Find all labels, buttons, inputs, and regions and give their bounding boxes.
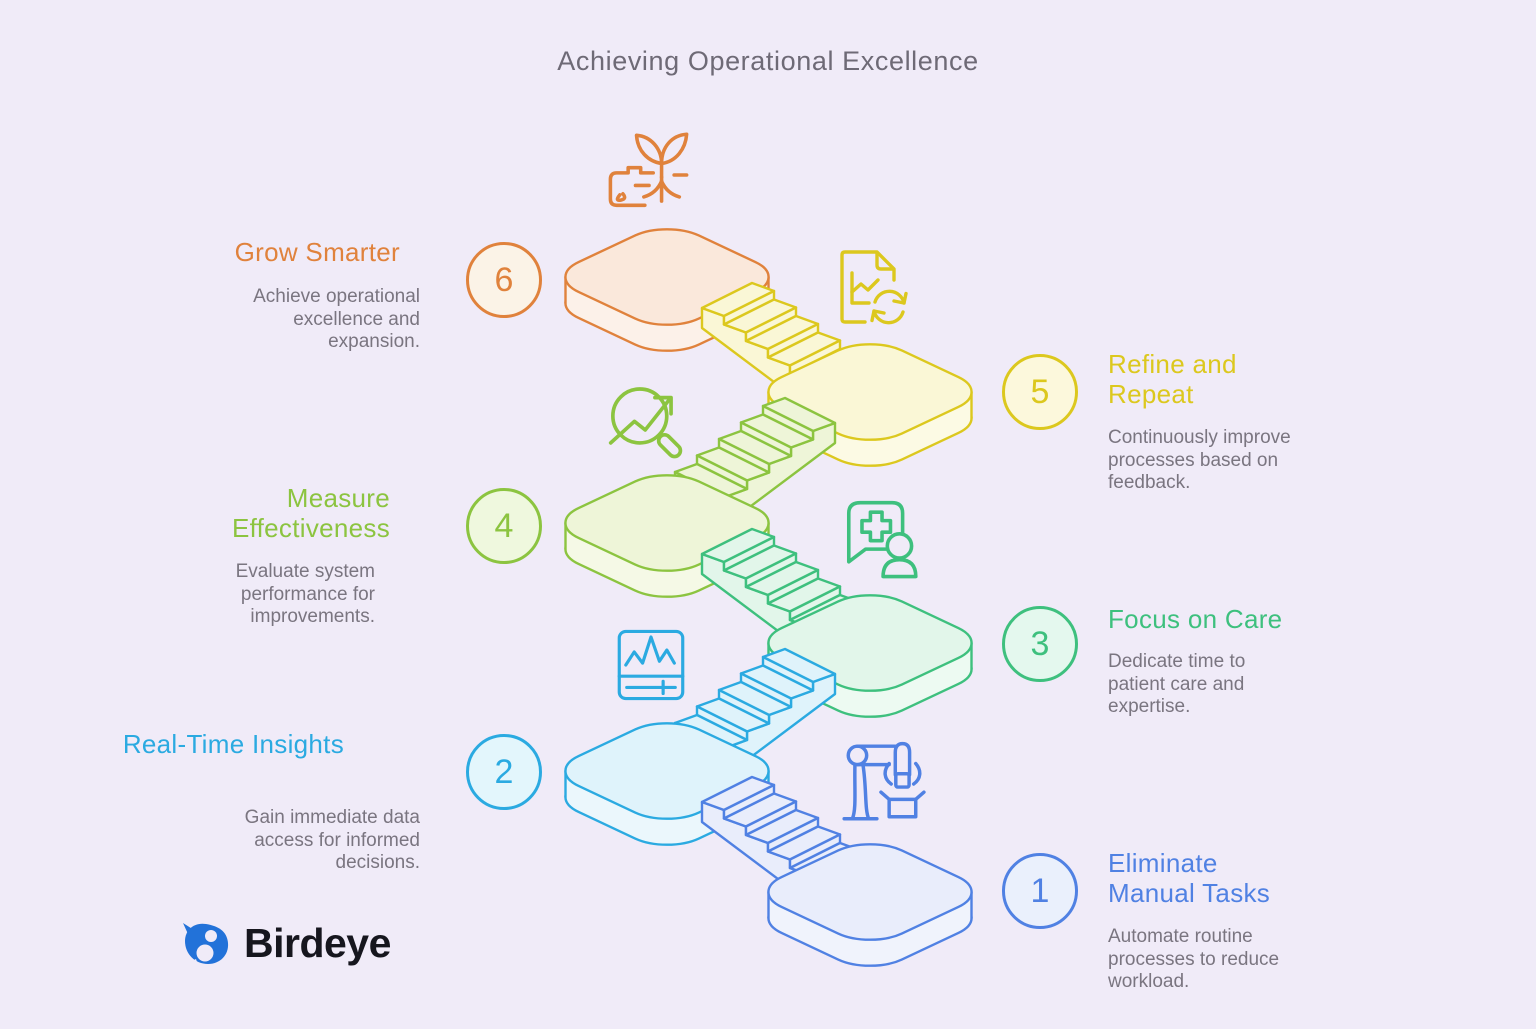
- step-4-badge: 4: [466, 488, 542, 564]
- step-description: Gain immediate data access for informed …: [244, 807, 420, 873]
- step-number: 3: [1030, 624, 1050, 663]
- page-title: Achieving Operational Excellence: [557, 46, 979, 76]
- robot-arm-icon: [842, 741, 926, 821]
- brand-logo: Birdeye: [181, 920, 391, 967]
- step-title: Measure Effectiveness: [231, 483, 390, 543]
- step-3-badge: 3: [1002, 606, 1078, 682]
- step-5-badge: 5: [1002, 354, 1078, 430]
- step-description: Achieve operational excellence and expan…: [253, 286, 420, 352]
- step-description: Dedicate time to patient care and expert…: [1108, 651, 1246, 717]
- step-title: Real-Time Insights: [122, 729, 344, 759]
- sprout-icon: [608, 132, 689, 208]
- step-1-badge: 1: [1002, 853, 1078, 929]
- monitor-waveform-icon: [617, 629, 685, 701]
- step-title: Focus on Care: [1108, 604, 1283, 634]
- step-number: 5: [1030, 372, 1050, 411]
- step-number: 2: [494, 752, 514, 791]
- birdeye-bird-icon: [183, 922, 229, 965]
- step-description: Continuously improve processes based on …: [1108, 427, 1291, 493]
- document-refresh-icon: [840, 250, 908, 325]
- step-number: 4: [494, 506, 514, 545]
- medical-chat-icon: [846, 500, 918, 579]
- step-title: Refine and Repeat: [1108, 349, 1237, 409]
- step-6-badge: 6: [466, 242, 542, 318]
- step-number: 1: [1030, 871, 1050, 910]
- step-number: 6: [494, 260, 514, 299]
- step-title: Eliminate Manual Tasks: [1108, 848, 1271, 908]
- step-description: Evaluate system performance for improvem…: [235, 561, 375, 627]
- brand-wordmark: Birdeye: [244, 920, 391, 966]
- step-description: Automate routine processes to reduce wor…: [1108, 926, 1280, 992]
- magnifier-trend-icon: [608, 387, 683, 459]
- step-title: Grow Smarter: [234, 237, 400, 267]
- step-2-badge: 2: [466, 734, 542, 810]
